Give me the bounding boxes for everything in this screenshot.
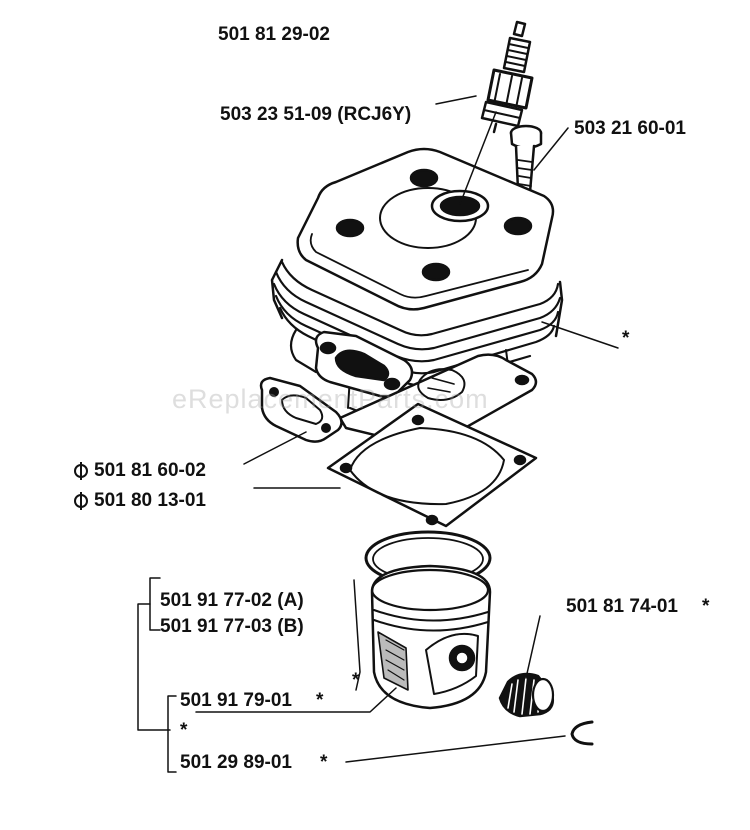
piston <box>370 564 492 710</box>
label-circlip: 501 29 89-01 <box>180 752 292 773</box>
label-cylinder-mark: * <box>622 328 630 349</box>
label-piston-mark: * <box>352 670 360 691</box>
watermark: eReplacementParts.com <box>172 384 489 414</box>
leader-lines <box>195 95 619 763</box>
label-piston-ring-mark: * <box>316 690 324 711</box>
label-piston-ring: 501 91 79-01 <box>180 690 292 711</box>
base-gasket <box>326 402 538 528</box>
label-needle-bearing-mark: * <box>702 596 710 617</box>
exhaust-gasket <box>259 376 343 443</box>
label-piston-b: 501 91 77-03 (B) <box>160 616 304 637</box>
phase-symbol-icon <box>74 492 88 510</box>
label-bolt: 503 21 60-01 <box>574 118 686 139</box>
label-base-gasket: 501 80 13-01 <box>74 490 206 512</box>
spark-plug <box>480 20 534 134</box>
bracket-lines <box>137 577 177 773</box>
cylinder-bolt <box>509 124 543 194</box>
label-spark-plug: 503 23 51-09 (RCJ6Y) <box>220 104 412 125</box>
needle-bearing <box>498 672 555 718</box>
circlip <box>570 720 594 746</box>
cylinder <box>270 147 564 447</box>
label-piston-a: 501 91 77-02 (A) <box>160 590 304 611</box>
phase-symbol-icon <box>74 462 88 480</box>
label-exhaust-gasket: 501 81 60-02 <box>74 460 206 482</box>
label-circlip-mark: * <box>320 752 328 773</box>
label-bracket-mark: * <box>180 720 188 741</box>
header-part-number: 501 81 29-02 <box>218 24 330 45</box>
label-needle-bearing: 501 81 74-01 <box>566 596 678 617</box>
